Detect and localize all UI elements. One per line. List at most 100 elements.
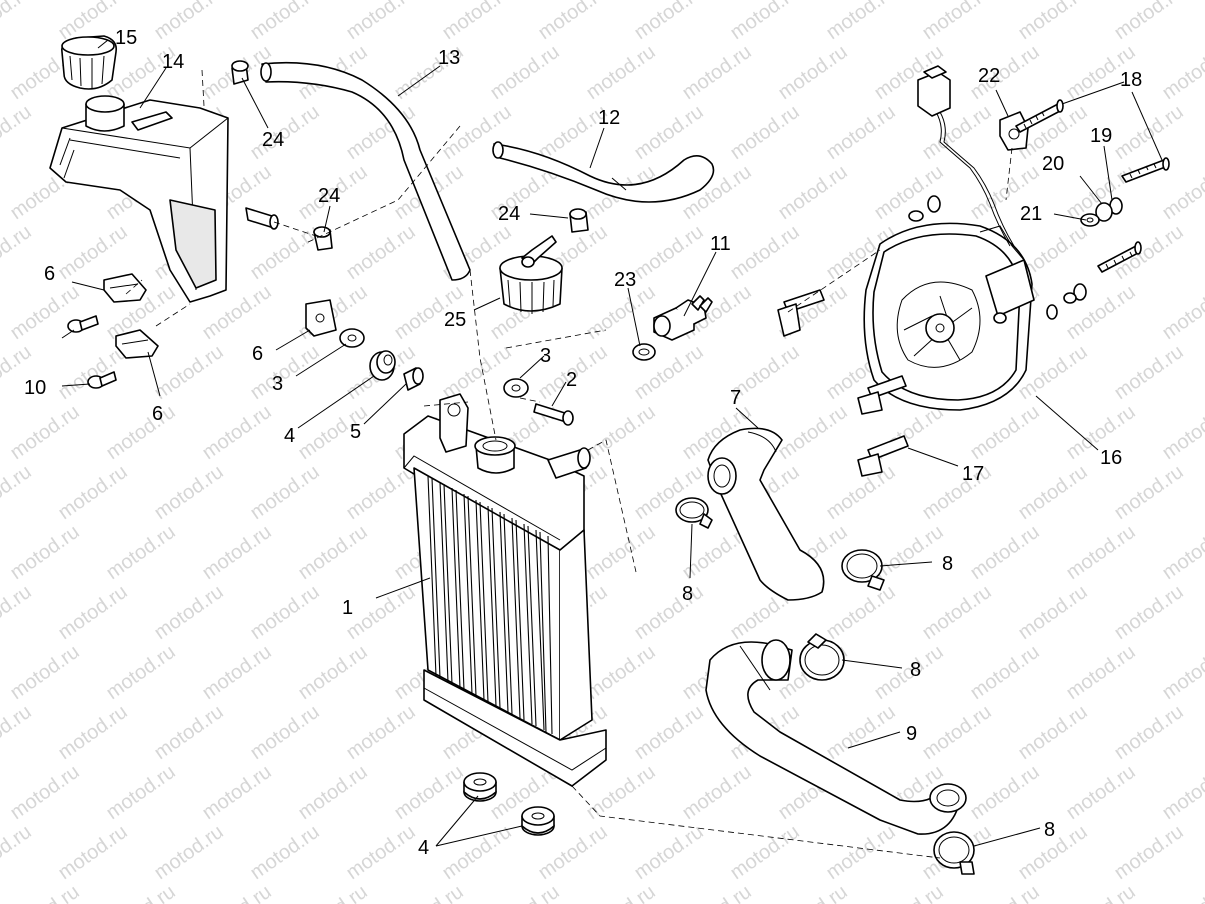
bracket-6-lower xyxy=(115,329,159,359)
callout-6-upper: 6 xyxy=(44,263,55,285)
sleeve-24-top xyxy=(231,60,249,85)
callout-12: 12 xyxy=(598,107,620,129)
bolt-10-upper xyxy=(67,315,99,333)
watermark-text: motod.ru xyxy=(246,821,323,884)
watermark-text: motod.ru xyxy=(822,701,899,764)
callout-4-left: 4 xyxy=(284,425,295,447)
bracket-6-middle xyxy=(305,299,337,337)
watermark-text: motod.ru xyxy=(726,221,803,284)
watermark-text: motod.ru xyxy=(1158,281,1205,344)
callout-6-lower: 6 xyxy=(152,403,163,425)
callout-11: 11 xyxy=(710,233,731,255)
callout-24-top: 24 xyxy=(262,129,284,151)
leader-lines xyxy=(61,39,1163,847)
watermark-text: motod.ru xyxy=(1062,521,1139,584)
screw-18-top xyxy=(1015,99,1064,133)
fan-assembly xyxy=(863,222,1035,411)
watermark-text: motod.ru xyxy=(342,221,419,284)
watermark-text: motod.ru xyxy=(342,701,419,764)
watermark-text: motod.ru xyxy=(246,0,323,44)
hose-13 xyxy=(260,61,471,281)
watermark-text: motod.ru xyxy=(246,101,323,164)
callout-8-c: 8 xyxy=(910,659,921,681)
watermark-text: motod.ru xyxy=(150,581,227,644)
watermark-text: motod.ru xyxy=(822,0,899,44)
watermark-text: motod.ru xyxy=(246,701,323,764)
watermark-text: motod.ru xyxy=(582,41,659,104)
watermark-text: motod.ru xyxy=(774,401,851,464)
fan-wiring-connector xyxy=(917,65,1015,247)
fan-mount-bolt-17-bottom xyxy=(857,435,909,477)
watermark-text: motod.ru xyxy=(6,641,83,704)
bushing-5 xyxy=(403,367,424,391)
watermark-text: motod.ru xyxy=(1062,881,1139,904)
callout-9: 9 xyxy=(906,723,917,745)
watermark-text: motod.ru xyxy=(102,521,179,584)
callout-22: 22 xyxy=(978,65,1000,87)
watermark-text: motod.ru xyxy=(150,341,227,404)
callout-8-b: 8 xyxy=(942,553,953,575)
watermark-text: motod.ru xyxy=(294,521,371,584)
watermark-text: motod.ru xyxy=(54,581,131,644)
watermark-text: motod.ru xyxy=(1110,701,1187,764)
hose-clamp-8-a xyxy=(675,497,713,529)
callout-23: 23 xyxy=(614,269,636,291)
watermark-text: motod.ru xyxy=(0,461,36,524)
grommet-4-bottom-left xyxy=(463,772,497,802)
radiator-cap xyxy=(499,235,563,314)
callout-5: 5 xyxy=(350,421,361,443)
fan-mount-bracket-22 xyxy=(999,111,1029,151)
washer-23 xyxy=(632,343,656,361)
hose-12 xyxy=(492,141,715,203)
callout-25: 25 xyxy=(444,309,466,331)
tank-filler-neck xyxy=(85,95,173,132)
watermark-text: motod.ru xyxy=(870,881,947,904)
hose-clamp-8-c xyxy=(799,633,845,681)
fan-mount-bolt-17-top xyxy=(777,289,825,337)
watermark-text: motod.ru xyxy=(1110,461,1187,524)
assembly-lines xyxy=(125,69,1013,859)
watermark-text: motod.ru xyxy=(1014,581,1091,644)
sleeve-24-middle xyxy=(313,226,333,251)
washers-19-20-21 xyxy=(908,195,1123,324)
fan-mount-bolt-17-middle xyxy=(857,375,907,415)
grommet-4-bottom-right xyxy=(521,806,555,836)
watermark-text: motod.ru xyxy=(630,221,707,284)
watermark-text: motod.ru xyxy=(102,641,179,704)
callout-18: 18 xyxy=(1120,69,1142,91)
watermark-text: motod.ru xyxy=(1110,821,1187,884)
watermark-text: motod.ru xyxy=(822,101,899,164)
watermark-text: motod.ru xyxy=(1110,341,1187,404)
watermark-text: motod.ru xyxy=(630,581,707,644)
watermark-text: motod.ru xyxy=(630,0,707,44)
watermark-text: motod.ru xyxy=(1110,0,1187,44)
watermark-text: motod.ru xyxy=(6,401,83,464)
watermark-text: motod.ru xyxy=(1014,0,1091,44)
callout-24-middle: 24 xyxy=(318,185,340,207)
watermark-text: motod.ru xyxy=(774,881,851,904)
hose-clamp-8-b xyxy=(841,549,885,591)
watermark-text: motod.ru xyxy=(1062,761,1139,824)
watermark-text: motod.ru xyxy=(150,0,227,44)
watermark-text: motod.ru xyxy=(486,881,563,904)
watermark-text: motod.ru xyxy=(438,0,515,44)
callout-6-middle: 6 xyxy=(252,343,263,365)
watermark-text: motod.ru xyxy=(630,821,707,884)
filler-cap xyxy=(60,35,118,90)
bolt-2 xyxy=(533,403,574,426)
watermark-text: motod.ru xyxy=(1158,881,1205,904)
watermark-text: motod.ru xyxy=(0,0,36,44)
watermark-text: motod.ru xyxy=(966,401,1043,464)
watermark-text: motod.ru xyxy=(102,401,179,464)
callout-3-right: 3 xyxy=(540,345,551,367)
washer-3-right xyxy=(503,378,529,398)
callout-1: 1 xyxy=(342,597,353,619)
watermark-text: motod.ru xyxy=(150,821,227,884)
watermark-text: motod.ru xyxy=(966,521,1043,584)
callout-16: 16 xyxy=(1100,447,1122,469)
watermark-text: motod.ru xyxy=(726,0,803,44)
watermark-text: motod.ru xyxy=(102,761,179,824)
sleeve-24-right xyxy=(569,208,589,233)
watermark-text: motod.ru xyxy=(870,521,947,584)
